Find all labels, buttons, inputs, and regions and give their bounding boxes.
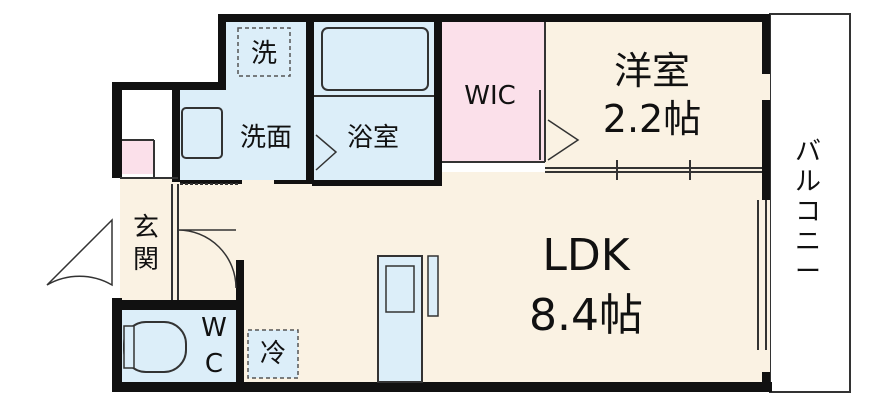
western-room-size: 2.2帖 <box>603 97 701 141</box>
door-swings <box>46 119 580 289</box>
wic-label: WIC <box>464 81 516 111</box>
ldk-size: 8.4帖 <box>529 290 643 341</box>
washroom-label: 洗面 <box>240 123 292 153</box>
laundry-area-floor <box>225 22 312 90</box>
washbasin <box>181 107 223 159</box>
wic-floor <box>442 22 545 162</box>
balcony <box>769 13 851 393</box>
bathtub <box>321 27 429 91</box>
ldk-name: LDK <box>542 230 630 281</box>
western-room-floor <box>545 22 770 172</box>
bath-label: 浴室 <box>347 123 399 153</box>
laundry-label: 洗 <box>251 39 277 69</box>
walls <box>112 14 772 392</box>
kitchen-backwall <box>427 255 439 317</box>
balcony-label-4: ニ <box>795 227 821 257</box>
kitchen-sink <box>385 265 415 313</box>
entrance-label-1: 玄 <box>133 213 159 243</box>
toilet-label-c: C <box>205 349 223 379</box>
balcony-label-2: ル <box>795 167 821 197</box>
balcony-label-5: ー <box>795 257 821 287</box>
fridge-space <box>247 329 299 379</box>
western-room-name: 洋室 <box>614 49 690 93</box>
toilet-label-w: W <box>201 313 227 343</box>
entrance-floor <box>120 178 178 300</box>
entrance-label-2: 関 <box>133 245 159 275</box>
shoe-box <box>122 140 154 174</box>
laundry-pan <box>237 27 291 77</box>
toilet-tank <box>123 325 135 369</box>
balcony-label-1: バ <box>795 137 821 167</box>
fridge-label: 冷 <box>260 339 286 369</box>
partitions <box>120 22 767 350</box>
balcony-label-3: コ <box>795 197 821 227</box>
